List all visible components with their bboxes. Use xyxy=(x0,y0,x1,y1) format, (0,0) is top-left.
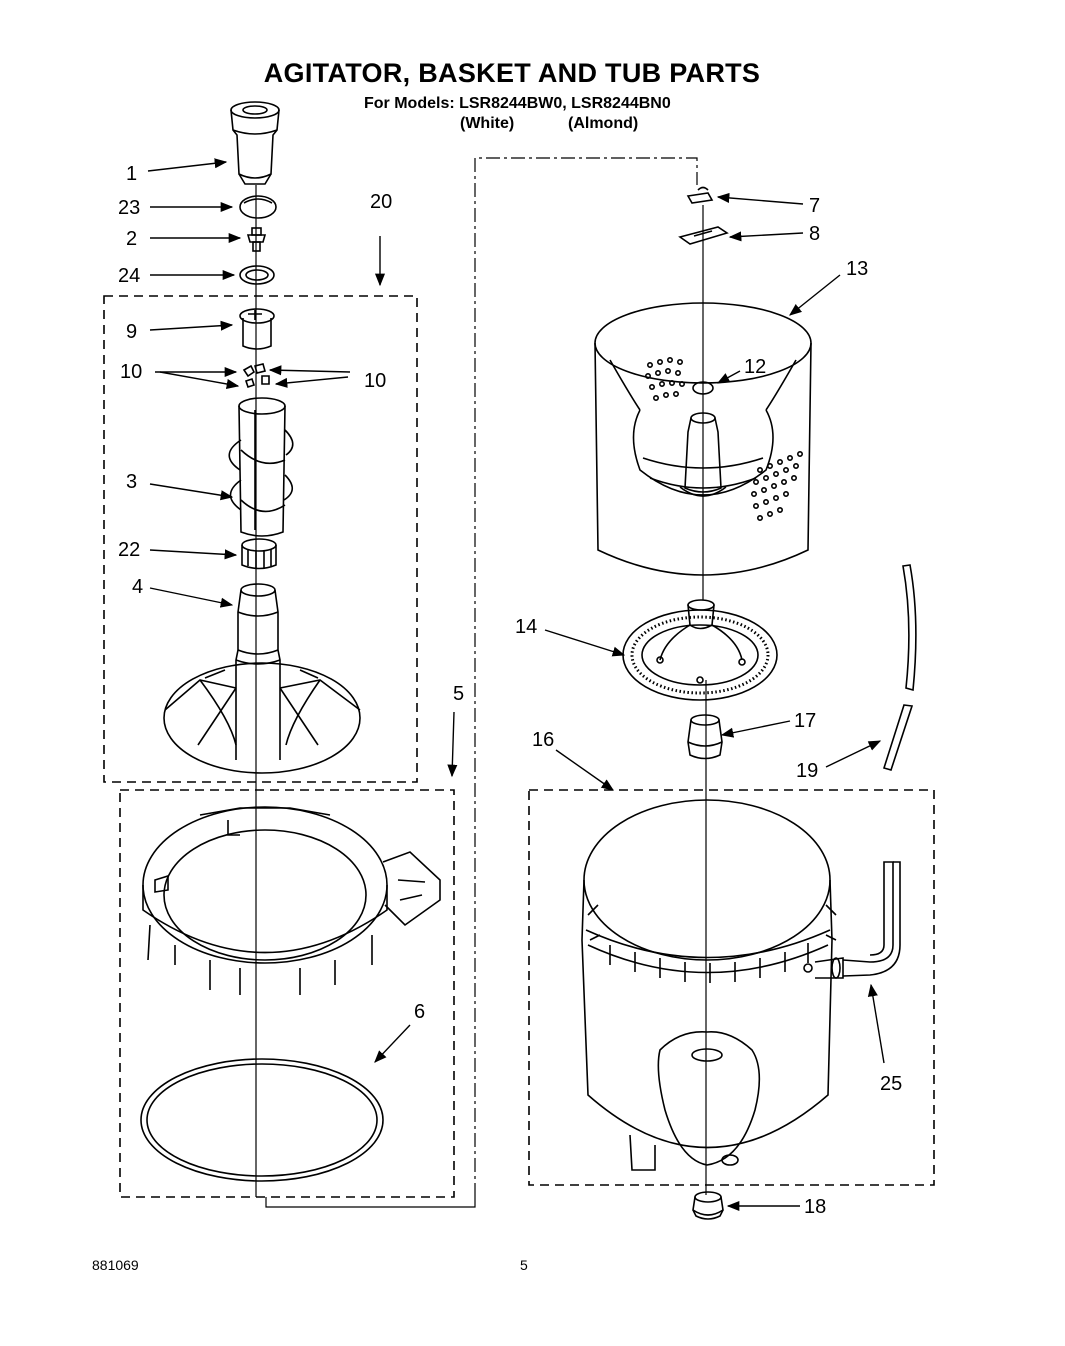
color-white-label: (White) xyxy=(460,115,515,132)
callout-6: 6 xyxy=(414,1001,425,1023)
part-18-plug xyxy=(692,1191,724,1220)
models-line: For Models: LSR8244BW0, LSR8244BN0 xyxy=(364,95,671,112)
callout-7: 7 xyxy=(809,195,820,217)
document-number: 881069 xyxy=(92,1257,139,1273)
callout-13: 13 xyxy=(846,258,868,280)
part-6-seal-ring xyxy=(140,1058,384,1182)
assembly-lines xyxy=(255,157,707,1208)
part-8-seal xyxy=(678,226,729,245)
basket-holes-right xyxy=(750,450,803,521)
part-1-agitator-cap xyxy=(230,101,280,185)
part-22-coupling xyxy=(241,538,277,570)
basket-holes-left xyxy=(644,356,685,401)
callout-2: 2 xyxy=(126,228,137,250)
callout-25: 25 xyxy=(880,1073,902,1095)
group-box-20 xyxy=(103,295,418,783)
callout-16: 16 xyxy=(532,729,554,751)
part-24-ring xyxy=(239,265,275,285)
callout-24: 24 xyxy=(118,265,140,287)
part-13-basket xyxy=(594,302,812,576)
callout-arrows xyxy=(147,158,885,1212)
callout-23: 23 xyxy=(118,197,140,219)
part-9-cap xyxy=(239,308,275,350)
callout-14: 14 xyxy=(515,616,537,638)
callout-19: 19 xyxy=(796,760,818,782)
color-almond-label: (Almond) xyxy=(568,115,639,132)
part-4-agitator-base xyxy=(163,583,361,774)
part-23-cam xyxy=(239,195,277,219)
callout-17: 17 xyxy=(794,710,816,732)
page-number: 5 xyxy=(520,1257,528,1273)
part-3-auger xyxy=(228,397,294,537)
group-box-16 xyxy=(528,789,935,1186)
page-title: AGITATOR, BASKET AND TUB PARTS xyxy=(263,58,761,88)
callout-10-right: 10 xyxy=(364,370,386,392)
part-17-bearing xyxy=(687,714,723,760)
callout-10-left: 10 xyxy=(120,361,142,383)
callout-8: 8 xyxy=(809,223,820,245)
part-7-clip xyxy=(686,186,714,204)
part-19-hose xyxy=(882,564,917,771)
group-box-5 xyxy=(119,789,455,1198)
part-25-pressure-hose xyxy=(814,861,901,979)
callout-9: 9 xyxy=(126,321,137,343)
callout-5: 5 xyxy=(453,683,464,705)
part-5-tub-ring xyxy=(142,806,441,995)
callout-12: 12 xyxy=(744,356,766,378)
callout-1: 1 xyxy=(126,163,137,185)
callout-4: 4 xyxy=(132,576,143,598)
callout-labels: 1 23 2 24 20 9 10 10 3 22 4 5 6 7 8 13 1… xyxy=(118,163,902,1218)
part-14-drive-hub xyxy=(622,599,778,701)
callout-22: 22 xyxy=(118,539,140,561)
part-16-outer-tub xyxy=(581,799,837,1171)
callout-18: 18 xyxy=(804,1196,826,1218)
part-2-bolt xyxy=(246,227,267,252)
callout-3: 3 xyxy=(126,471,137,493)
callout-20: 20 xyxy=(370,191,392,213)
part-10-dogs xyxy=(242,363,270,389)
